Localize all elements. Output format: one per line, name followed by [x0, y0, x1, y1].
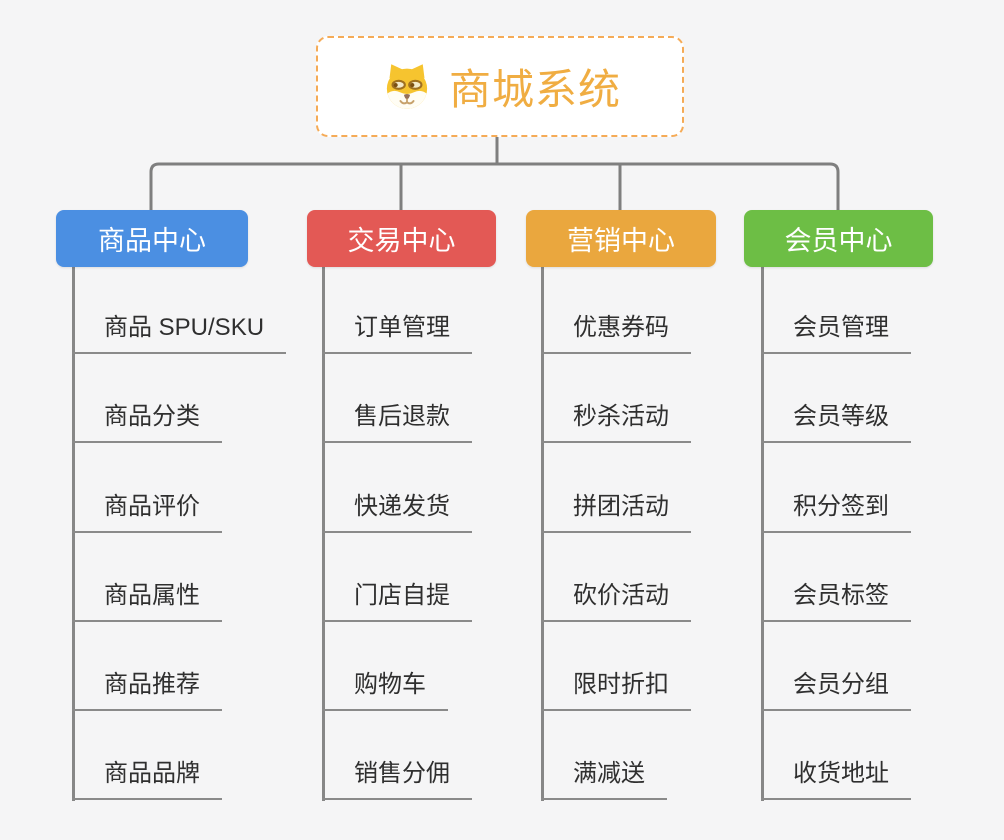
subtopic-node[interactable]: 限时折扣	[541, 664, 691, 711]
subtopic-node[interactable]: 销售分佣	[322, 753, 472, 801]
subtopic-node[interactable]: 秒杀活动	[541, 396, 691, 444]
subtopic-node[interactable]: 商品推荐	[72, 664, 222, 711]
children-connector-line	[322, 267, 325, 801]
children-connector-line	[541, 267, 544, 801]
subtopic-node[interactable]: 购物车	[322, 664, 448, 711]
root-title: 商城系统	[448, 66, 621, 113]
subtopic-node[interactable]: 会员管理	[761, 307, 911, 355]
branch-node-marketing-center[interactable]: 营销中心	[526, 210, 716, 267]
branch-label: 营销中心	[567, 226, 675, 256]
subtopic-node[interactable]: 满减送	[541, 753, 667, 801]
subtopic-node[interactable]: 优惠券码	[541, 307, 691, 355]
branch-label: 商品中心	[98, 226, 206, 256]
branch-children-member-center: 会员管理 会员等级 积分签到 会员标签 会员分组 收货地址	[761, 265, 911, 801]
dog-face-icon	[386, 63, 428, 109]
branch-label: 交易中心	[347, 226, 456, 256]
children-connector-line	[761, 267, 764, 801]
subtopic-node[interactable]: 会员等级	[761, 396, 911, 444]
branch-node-product-center[interactable]: 商品中心	[56, 210, 248, 267]
subtopic-node[interactable]: 快递发货	[322, 486, 472, 533]
branch-children-product-center: 商品 SPU/SKU 商品分类 商品评价 商品属性 商品推荐 商品品牌	[72, 265, 287, 801]
subtopic-node[interactable]: 售后退款	[322, 396, 472, 444]
branch-children-trade-center: 订单管理 售后退款 快递发货 门店自提 购物车 销售分佣	[322, 265, 472, 801]
subtopic-node[interactable]: 订单管理	[322, 307, 472, 355]
subtopic-node[interactable]: 门店自提	[322, 575, 472, 622]
subtopic-node[interactable]: 会员标签	[761, 575, 911, 622]
subtopic-node[interactable]: 拼团活动	[541, 486, 691, 533]
children-connector-line	[72, 267, 75, 801]
branch-children-marketing-center: 优惠券码 秒杀活动 拼团活动 砍价活动 限时折扣 满减送	[541, 265, 691, 801]
branch-node-member-center[interactable]: 会员中心	[744, 210, 933, 267]
branch-label: 会员中心	[784, 226, 893, 256]
subtopic-node[interactable]: 商品评价	[72, 486, 222, 533]
subtopic-node[interactable]: 积分签到	[761, 486, 911, 533]
subtopic-node[interactable]: 商品属性	[72, 575, 222, 622]
subtopic-node[interactable]: 砍价活动	[541, 575, 691, 622]
subtopic-node[interactable]: 收货地址	[761, 753, 911, 801]
subtopic-node[interactable]: 商品 SPU/SKU	[72, 307, 287, 355]
branch-node-trade-center[interactable]: 交易中心	[307, 210, 496, 267]
subtopic-node[interactable]: 商品分类	[72, 396, 222, 444]
subtopic-node[interactable]: 商品品牌	[72, 753, 222, 801]
subtopic-node[interactable]: 会员分组	[761, 664, 911, 711]
root-node-mall-system[interactable]: 商城系统	[316, 36, 684, 137]
